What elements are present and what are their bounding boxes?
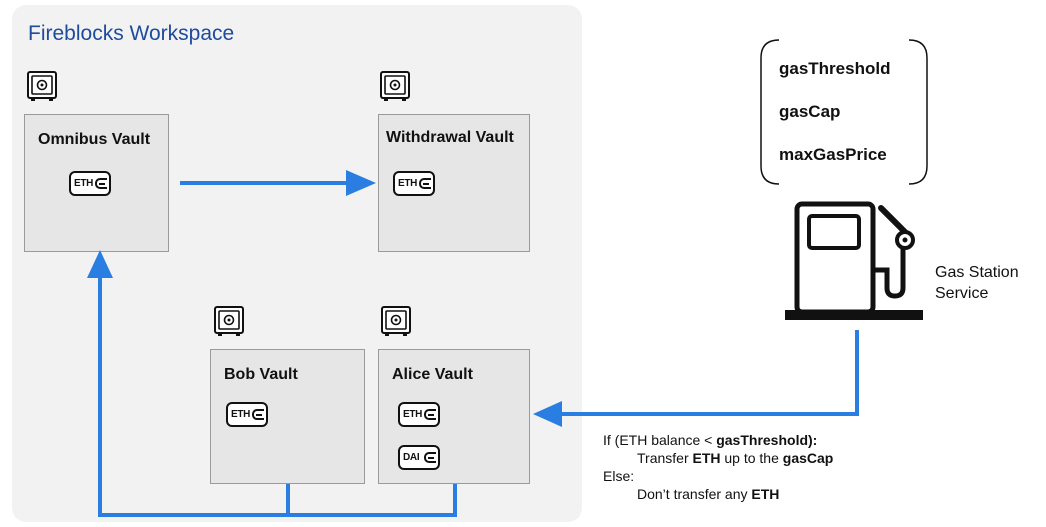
logic-transfer-prefix: Transfer (637, 450, 693, 466)
alice-eth-wallet[interactable]: ETH (398, 402, 440, 427)
logic-else-line: Else: (603, 468, 635, 484)
logic-transfer-gascap: gasCap (782, 450, 834, 466)
logic-if-bold: gasThreshold): (716, 432, 818, 448)
gas-station-logic: If (ETH balance < gasThreshold): Transfe… (603, 431, 833, 503)
arrow-bob-to-omnibus (98, 276, 290, 517)
logic-transfer-line: Transfer ETH up to the gasCap (603, 449, 833, 467)
service-label-line2: Service (935, 285, 989, 302)
arrowhead-withdrawal (346, 170, 376, 196)
arrow-alice-to-omnibus (288, 484, 457, 517)
alice-dai-wallet[interactable]: DAI (398, 445, 440, 470)
safe-icon (381, 306, 411, 336)
alice-vault-title: Alice Vault (392, 366, 473, 383)
logic-transfer-mid: up to the (720, 450, 783, 466)
wallet-icon (424, 452, 436, 463)
eth-token-label: ETH (231, 409, 251, 420)
arrowhead-alice (533, 401, 562, 427)
withdrawal-eth-wallet[interactable]: ETH (393, 171, 435, 196)
param-gas-threshold: gasThreshold (779, 59, 891, 78)
workspace-title: Fireblocks Workspace (28, 22, 235, 45)
gas-station-service-label: Gas Station Service (935, 262, 1019, 304)
omnibus-vault-title: Omnibus Vault (38, 131, 151, 148)
arrowhead-omnibus (87, 250, 113, 278)
param-gas-cap: gasCap (779, 102, 841, 121)
safe-icon (214, 306, 244, 336)
wallet-icon (419, 178, 431, 189)
wallet-icon (252, 409, 264, 420)
arrow-gas-station-to-alice (560, 330, 859, 416)
logic-transfer-eth: ETH (692, 450, 721, 466)
params-brackets (760, 39, 928, 185)
eth-token-label: ETH (398, 178, 418, 189)
dai-token-label: DAI (403, 452, 420, 463)
eth-token-label: ETH (403, 409, 423, 420)
safe-icon (380, 71, 410, 101)
safe-icon (27, 71, 57, 101)
withdrawal-vault-title: Withdrawal Vault (386, 129, 514, 146)
logic-dont-line: Don’t transfer any ETH (603, 485, 833, 503)
bob-eth-wallet[interactable]: ETH (226, 402, 268, 427)
service-label-line1: Gas Station (935, 264, 1019, 281)
logic-if-line: If (ETH balance < gasThreshold): (603, 431, 833, 449)
gas-pump-icon (785, 201, 923, 320)
param-max-gas-price: maxGasPrice (779, 145, 887, 164)
wallet-icon (95, 178, 107, 189)
gas-station-params: gasThreshold gasCap maxGasPrice (757, 38, 931, 186)
eth-token-label: ETH (74, 178, 94, 189)
logic-dont-prefix: Don’t transfer any (637, 486, 752, 502)
logic-if-prefix: If (ETH balance < (603, 432, 717, 448)
wallet-icon (424, 409, 436, 420)
omnibus-eth-wallet[interactable]: ETH (69, 171, 111, 196)
bob-vault-title: Bob Vault (224, 366, 298, 383)
logic-dont-eth: ETH (751, 486, 780, 502)
